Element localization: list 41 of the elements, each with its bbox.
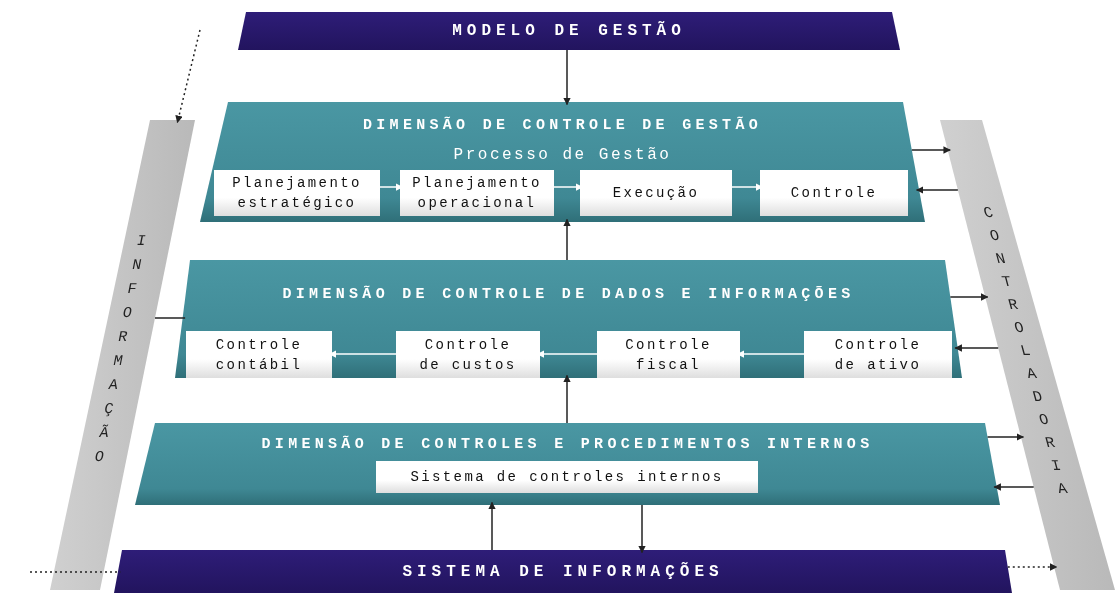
box-label: Controle de ativo bbox=[833, 335, 923, 375]
box-label: Controle de custos bbox=[418, 335, 518, 375]
connector-line bbox=[154, 317, 186, 319]
box-label: Execução bbox=[612, 184, 700, 203]
box-label: Controle contábil bbox=[214, 335, 304, 375]
panel-title: DIMENSÃO DE CONTROLE DE DADOS E INFORMAÇÕES bbox=[282, 286, 855, 303]
process-box bbox=[597, 331, 740, 378]
box-label: Controle fiscal bbox=[624, 335, 713, 375]
process-box bbox=[760, 170, 908, 216]
band-label: INFORMAÇÃO bbox=[92, 232, 149, 468]
arrow bbox=[563, 374, 571, 424]
arrow bbox=[563, 218, 571, 261]
arrow bbox=[638, 504, 646, 554]
panel-subtitle: Processo de Gestão bbox=[453, 146, 672, 164]
dotted-connector bbox=[175, 29, 201, 124]
process-box bbox=[214, 170, 380, 216]
process-box bbox=[376, 461, 758, 493]
process-box bbox=[396, 331, 540, 378]
banner-label: SISTEMA DE INFORMAÇÕES bbox=[402, 562, 724, 581]
arrow bbox=[986, 433, 1025, 441]
panel-title: DIMENSÃO DE CONTROLES E PROCEDIMENTOS INTERNOS bbox=[261, 436, 874, 453]
box-label: Planejamento estratégico bbox=[231, 174, 363, 213]
box-label: Sistema de controles internos bbox=[410, 468, 724, 487]
arrow bbox=[911, 146, 951, 154]
arrow bbox=[949, 293, 989, 301]
arrow bbox=[488, 501, 496, 551]
banner-label: MODELO DE GESTÃO bbox=[452, 22, 686, 40]
dotted-connector bbox=[1007, 563, 1058, 571]
process-box bbox=[186, 331, 332, 378]
header-banner bbox=[238, 12, 900, 50]
box-label: Controle bbox=[790, 184, 878, 203]
arrow bbox=[954, 344, 999, 352]
process-box bbox=[580, 170, 732, 216]
panel-title: DIMENSÃO DE CONTROLE DE GESTÃO bbox=[363, 117, 762, 134]
arrow bbox=[993, 483, 1035, 491]
arrow bbox=[563, 49, 571, 106]
header-banner bbox=[114, 550, 1012, 593]
box-label: Planejamento operacional bbox=[411, 174, 543, 213]
band-label: CONTROLADORIA bbox=[980, 204, 1071, 500]
process-box bbox=[804, 331, 952, 378]
process-box bbox=[400, 170, 554, 216]
